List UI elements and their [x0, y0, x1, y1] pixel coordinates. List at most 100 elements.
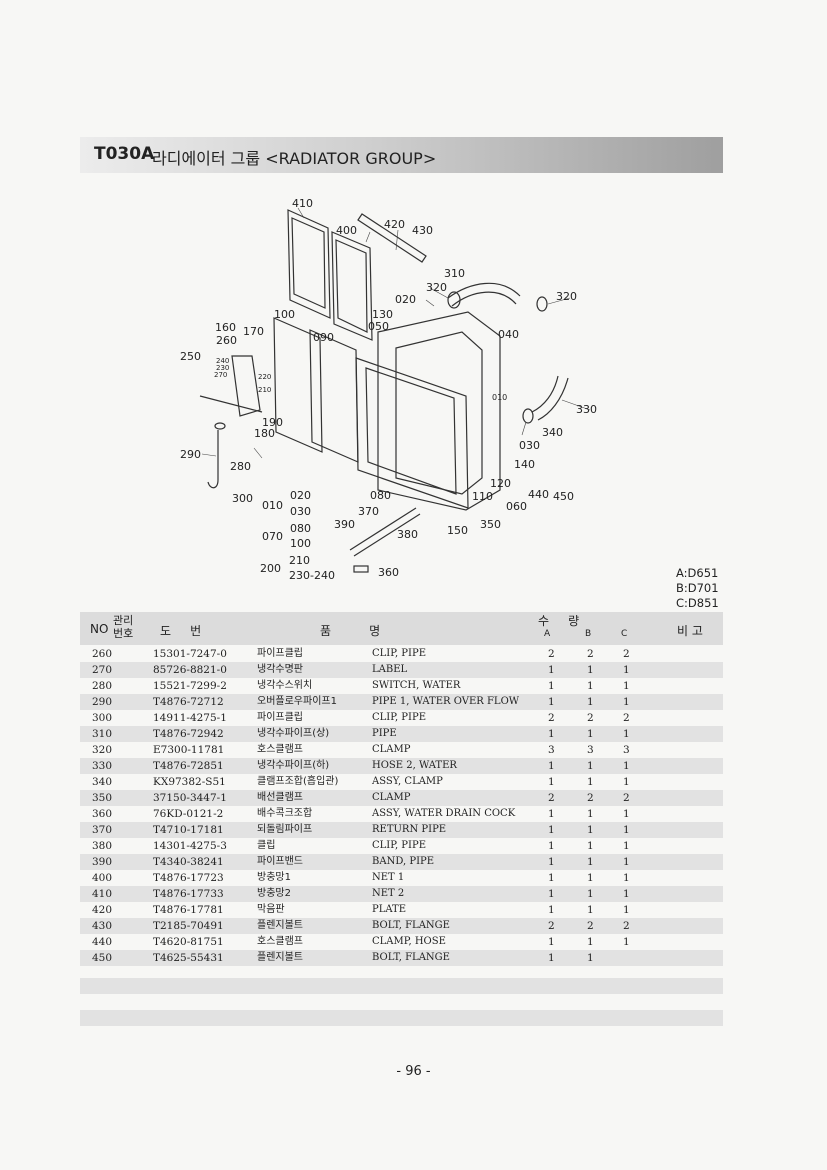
- qty-a: 1: [548, 904, 555, 916]
- svg-text:340: 340: [542, 426, 563, 439]
- qty-c: 1: [623, 824, 630, 836]
- qty-a: 2: [548, 648, 555, 660]
- qty-c: 2: [623, 712, 630, 724]
- model-a: A:D651: [676, 566, 719, 580]
- qty-b: 2: [587, 920, 594, 932]
- qty-a: 1: [548, 776, 555, 788]
- col-a: A: [544, 629, 551, 639]
- part-name-korean: 되돌림파이프: [257, 824, 313, 835]
- group-title: 라디에이터 그룹 <RADIATOR GROUP>: [152, 149, 437, 168]
- part-name-english: CLAMP, HOSE: [372, 936, 446, 947]
- qty-a: 1: [548, 856, 555, 868]
- svg-text:050: 050: [368, 320, 389, 333]
- qty-b: 1: [587, 680, 594, 692]
- qty-c: 2: [623, 648, 630, 660]
- qty-b: 1: [587, 840, 594, 852]
- part-number-ref: 360: [92, 808, 113, 820]
- qty-a: 1: [548, 936, 555, 948]
- part-code: 14911-4275-1: [153, 712, 227, 724]
- part-name-korean: 냉각수파이프(하): [257, 760, 330, 771]
- part-code: T4620-81751: [153, 936, 224, 948]
- qty-c: 1: [623, 696, 630, 708]
- svg-text:130: 130: [372, 308, 393, 321]
- part-name-english: PIPE 1, WATER OVER FLOW: [372, 696, 520, 707]
- qty-a: 1: [548, 808, 555, 820]
- svg-text:190: 190: [262, 416, 283, 429]
- part-name-korean: 호스클램프: [257, 936, 303, 947]
- svg-text:090: 090: [313, 331, 334, 344]
- part-name-korean: 플렌지볼트: [257, 920, 303, 931]
- qty-b: 1: [587, 824, 594, 836]
- qty-a: 2: [548, 792, 555, 804]
- part-name-korean: 냉각수명판: [257, 664, 303, 675]
- group-code: T030A: [94, 144, 155, 164]
- qty-b: 1: [587, 728, 594, 740]
- part-name-english: NET 2: [372, 888, 405, 899]
- svg-text:010: 010: [262, 499, 283, 512]
- svg-text:140: 140: [514, 458, 535, 471]
- qty-b: 2: [587, 792, 594, 804]
- qty-b: 1: [587, 856, 594, 868]
- svg-text:390: 390: [334, 518, 355, 531]
- svg-text:230: 230: [216, 364, 229, 372]
- svg-text:380: 380: [397, 528, 418, 541]
- svg-text:400: 400: [336, 224, 357, 237]
- table-row: 290 T4876-72712 오버플로우파이프1 PIPE 1, WATER OVE…: [80, 694, 723, 710]
- part-number-ref: 440: [92, 936, 113, 948]
- model-b: B:D701: [676, 581, 719, 595]
- part-name-english: LABEL: [372, 664, 408, 675]
- svg-text:110: 110: [472, 490, 493, 503]
- col-remark: 비 고: [677, 624, 703, 638]
- model-legend: A:D651 B:D701 C:D851: [676, 566, 719, 611]
- col-qty: 수 량: [538, 614, 580, 628]
- qty-b: 1: [587, 888, 594, 900]
- svg-text:220: 220: [258, 373, 271, 381]
- svg-text:370: 370: [358, 505, 379, 518]
- part-name-korean: 파이프클립: [257, 648, 303, 659]
- part-number-ref: 290: [92, 696, 113, 708]
- svg-text:440: 440: [528, 488, 549, 501]
- part-code: KX97382-S51: [153, 776, 226, 788]
- part-number-ref: 450: [92, 952, 113, 964]
- qty-c: 1: [623, 776, 630, 788]
- part-name-korean: 배선클램프: [257, 792, 303, 803]
- part-code: 76KD-0121-2: [153, 808, 224, 820]
- part-number-ref: 320: [92, 744, 113, 756]
- qty-b: 1: [587, 904, 594, 916]
- part-name-korean: 오버플로우파이프1: [257, 696, 337, 707]
- svg-text:120: 120: [490, 477, 511, 490]
- qty-c: 1: [623, 808, 630, 820]
- col-name: 품 명: [320, 624, 381, 638]
- blank-row-band: [80, 978, 723, 994]
- qty-b: 1: [587, 936, 594, 948]
- part-code: 15301-7247-0: [153, 648, 227, 660]
- table-header: NO 관리 번호 도 번 품 명 수 량 A B C 비 고: [80, 612, 723, 645]
- part-name-english: HOSE 2, WATER: [372, 760, 457, 771]
- part-name-korean: 파이프클립: [257, 712, 303, 723]
- part-number-ref: 390: [92, 856, 113, 868]
- qty-b: 1: [587, 776, 594, 788]
- svg-text:280: 280: [230, 460, 251, 473]
- title-bar: T030A 라디에이터 그룹 <RADIATOR GROUP>: [80, 137, 723, 173]
- qty-c: 1: [623, 840, 630, 852]
- part-code: T4876-17781: [153, 904, 224, 916]
- svg-text:030: 030: [290, 505, 311, 518]
- part-number-ref: 370: [92, 824, 113, 836]
- qty-a: 1: [548, 840, 555, 852]
- svg-text:320: 320: [556, 290, 577, 303]
- qty-b: 3: [587, 744, 594, 756]
- part-code: T4876-72851: [153, 760, 224, 772]
- svg-text:270: 270: [214, 371, 227, 379]
- svg-text:330: 330: [576, 403, 597, 416]
- part-code: T4876-72712: [153, 696, 224, 708]
- qty-a: 2: [548, 712, 555, 724]
